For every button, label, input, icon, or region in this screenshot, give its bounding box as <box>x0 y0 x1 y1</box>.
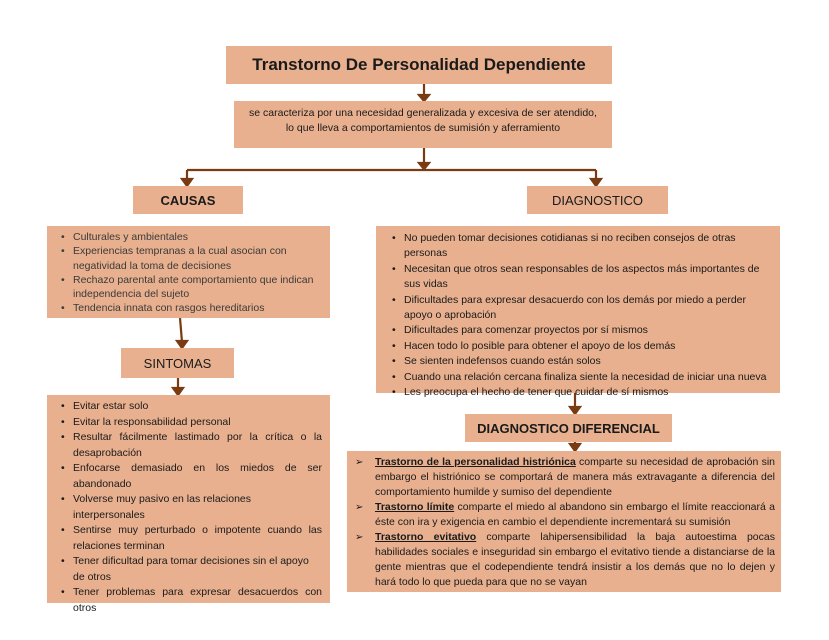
diagnostico-list-box: No pueden tomar decisiones cotidianas si… <box>376 226 780 401</box>
arrowhead <box>588 177 604 188</box>
diagnostico-item: Cuando una relación cercana finaliza sie… <box>392 370 772 386</box>
sintomas-item: Tener dificultad para tomar decisiones s… <box>61 554 322 585</box>
diferencial-term: Trastorno evitativo <box>375 531 477 543</box>
diagnostico-diferencial-box: Trastorno de la personalidad histriónica… <box>347 451 781 592</box>
arrowhead <box>174 339 190 350</box>
connector-causas-sintomas <box>178 317 184 343</box>
diagnostico-item: Dificultades para expresar desacuerdo co… <box>392 293 772 324</box>
arrowhead <box>170 386 186 397</box>
diagnostico-item: Necesitan que otros sean responsables de… <box>392 262 772 293</box>
arrowhead <box>567 442 583 453</box>
sintomas-item: Resultar fácilmente lastimado por la crí… <box>61 430 322 461</box>
diferencial-term: Trastorno de la personalidad histriónica <box>375 456 576 468</box>
sintomas-item: Tener problemas para expresar desacuerdo… <box>61 585 322 616</box>
diferencial-item: Trastorno de la personalidad histriónica… <box>353 455 775 500</box>
sintomas-item: Evitar estar solo <box>61 399 322 415</box>
diferencial-text: comparte lahipersensibilidad la baja aut… <box>375 531 775 588</box>
sintomas-item: Enfocarse demasiado en los miedos de ser… <box>61 461 322 492</box>
causas-item: Experiencias tempranas a la cual asocian… <box>61 244 324 273</box>
diagnostico-diferencial-header: DIAGNOSTICO DIFERENCIAL <box>465 414 672 442</box>
diagnostico-item: Hacen todo lo posible para obtener el ap… <box>392 339 772 355</box>
arrowhead <box>179 177 195 188</box>
sintomas-header: SINTOMAS <box>121 348 234 378</box>
arrowhead <box>567 405 583 416</box>
sintomas-list-box: Evitar estar solo Evitar la responsabili… <box>47 395 330 614</box>
causas-item: Tendencia innata con rasgos hereditarios <box>61 301 324 316</box>
page-title: Transtorno De Personalidad Dependiente <box>226 46 612 84</box>
diferencial-item: Trastorno evitativo comparte lahipersens… <box>353 530 775 590</box>
arrowhead <box>416 161 432 171</box>
arrowhead <box>416 93 432 103</box>
causas-item: Culturales y ambientales <box>61 230 324 245</box>
sintomas-item: Volverse muy pasivo en las relaciones in… <box>61 492 322 523</box>
description-box: se caracteriza por una necesidad general… <box>234 101 612 148</box>
causas-list-box: Culturales y ambientales Experiencias te… <box>47 226 330 318</box>
diagnostico-item: No pueden tomar decisiones cotidianas si… <box>392 231 772 262</box>
diferencial-item: Trastorno límite comparte el miedo al ab… <box>353 500 775 530</box>
diferencial-text: comparte el miedo al abandono sin embarg… <box>375 501 776 528</box>
causas-item: Rechazo parental ante comportamiento que… <box>61 273 324 302</box>
diagnostico-item: Dificultades para comenzar proyectos por… <box>392 323 772 339</box>
diferencial-text: comparte su necesidad de aprobación sin … <box>375 456 775 498</box>
causas-header: CAUSAS <box>133 186 243 214</box>
diferencial-term: Trastorno límite <box>375 501 455 513</box>
sintomas-item: Sentirse muy perturbado o impotente cuan… <box>61 523 322 554</box>
diagnostico-header: DIAGNOSTICO <box>527 186 668 214</box>
diagnostico-item: Se sienten indefensos cuando están solos <box>392 354 772 370</box>
diagnostico-item: Les preocupa el hecho de tener que cuida… <box>392 385 772 401</box>
sintomas-item: Evitar la responsabilidad personal <box>61 415 322 431</box>
